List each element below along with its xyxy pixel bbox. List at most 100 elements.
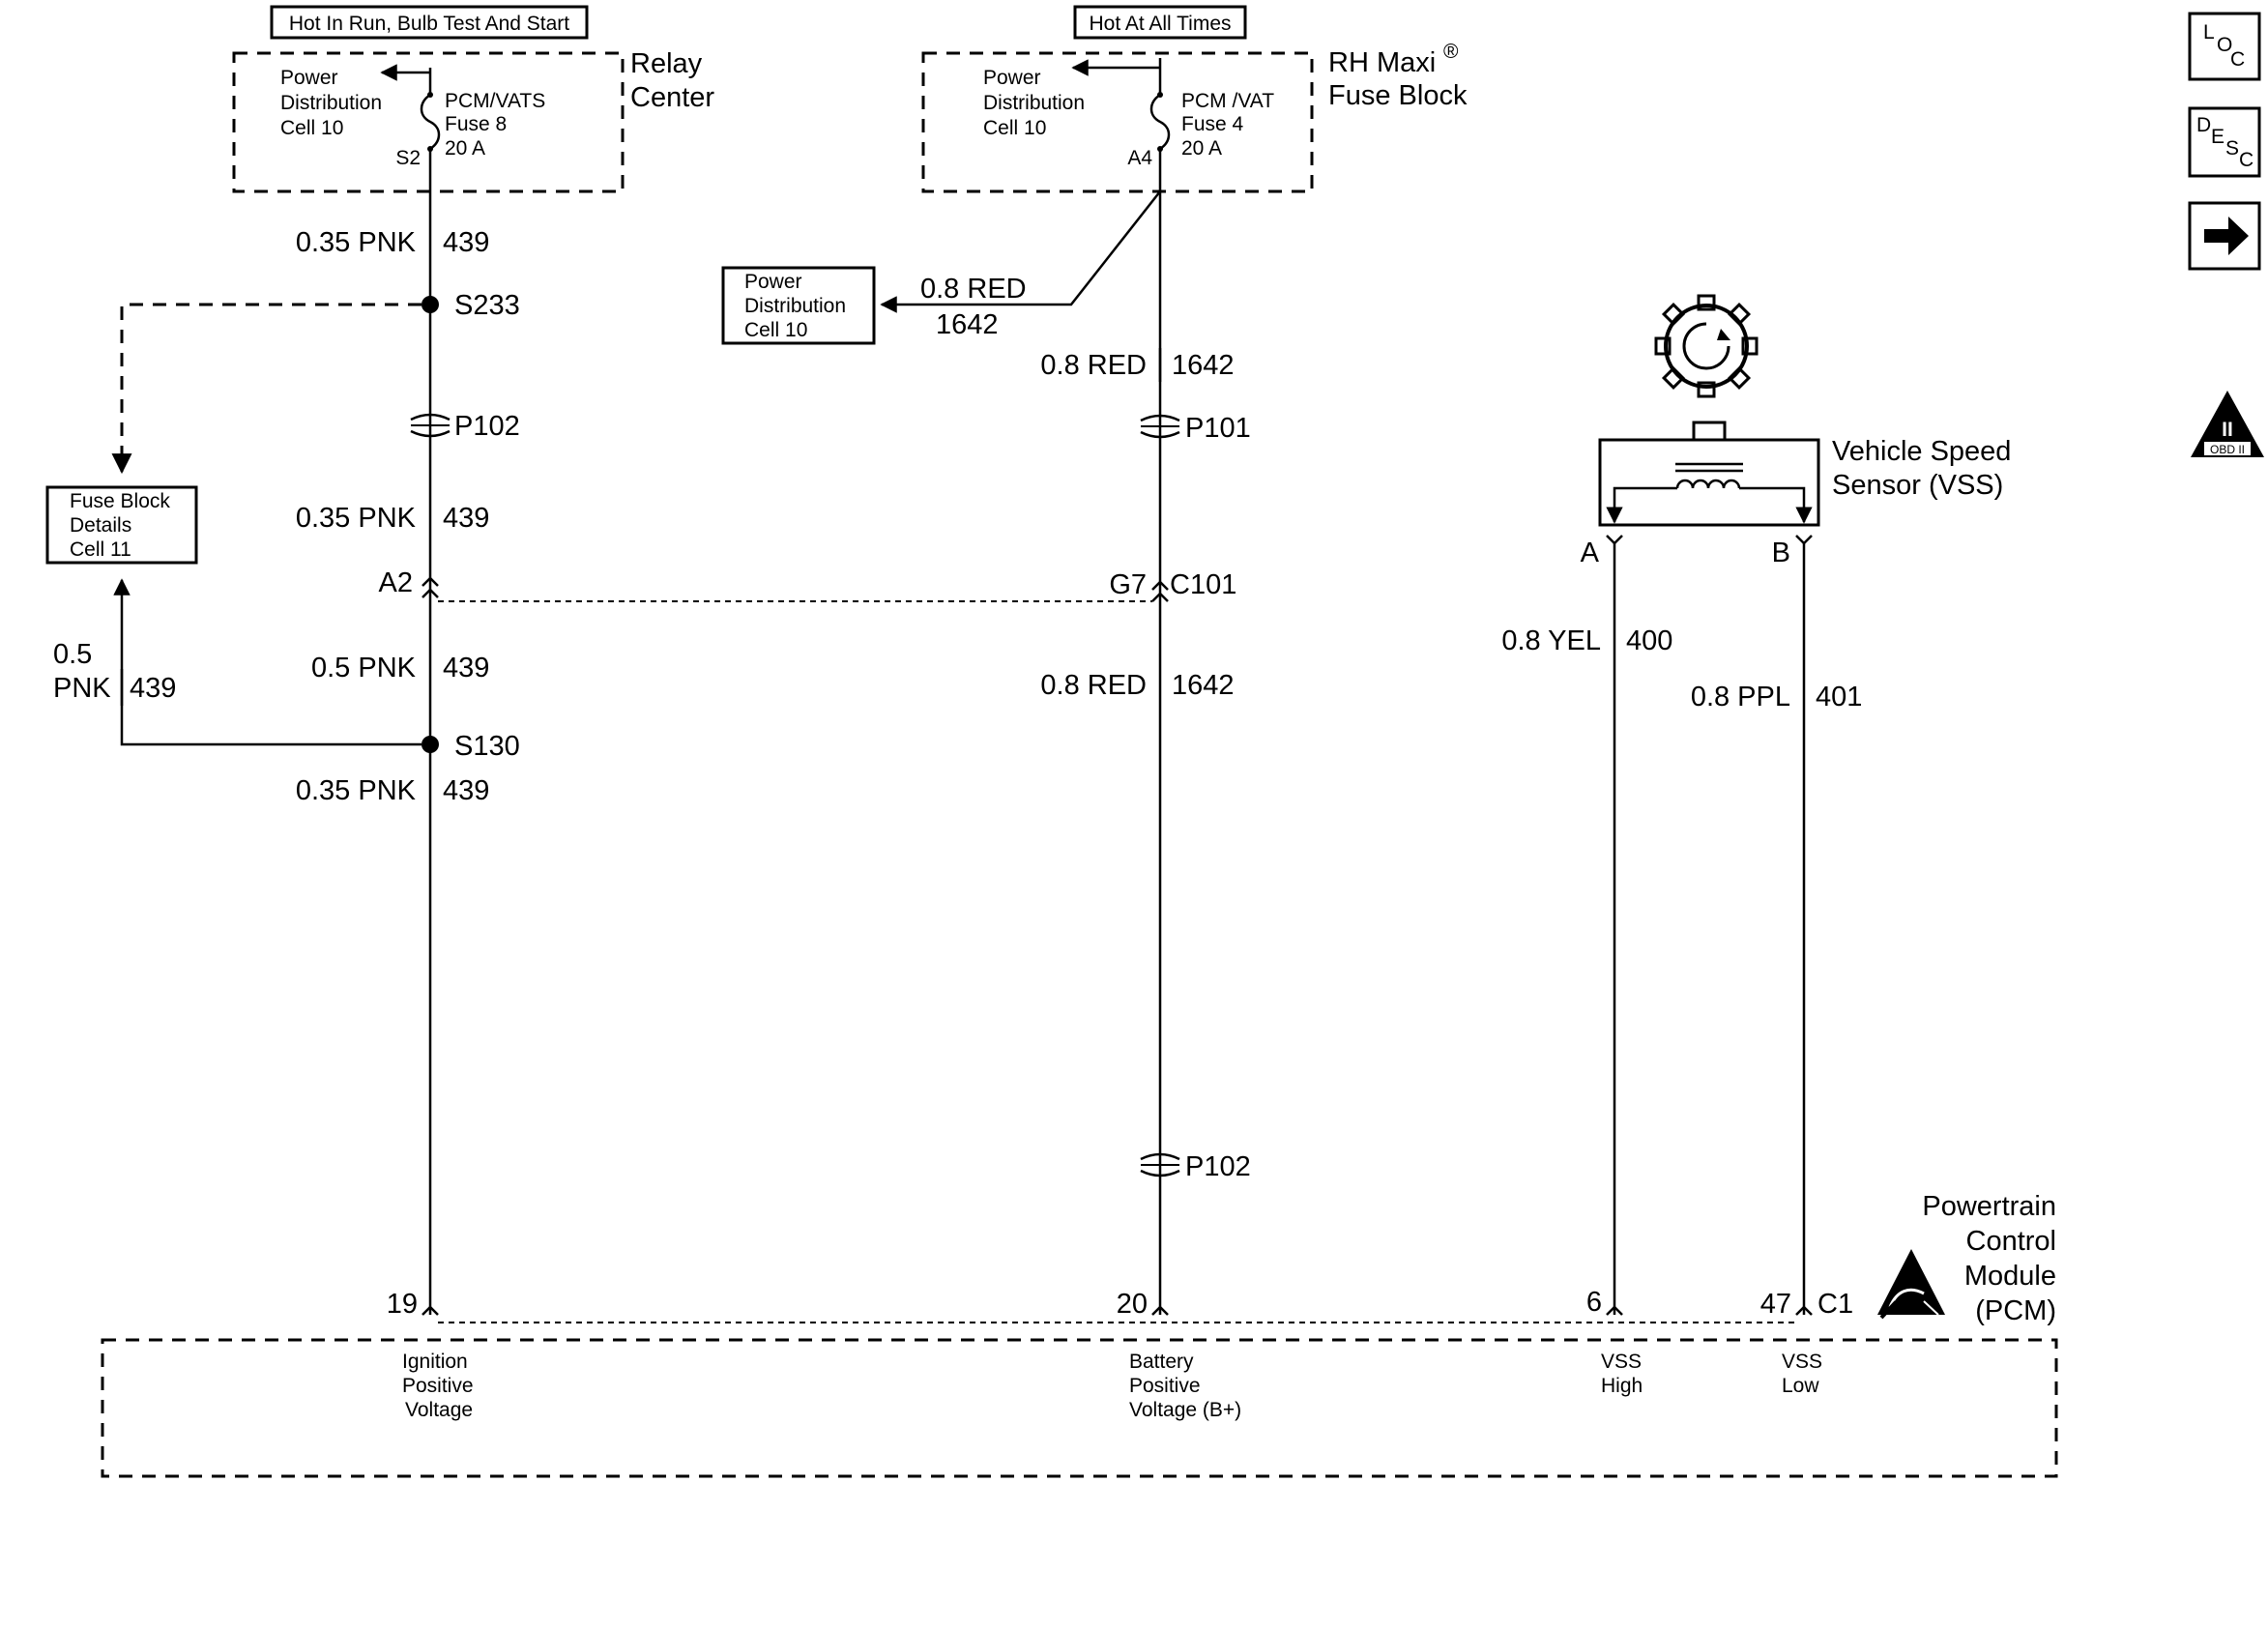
vss-label-1: Vehicle Speed: [1832, 436, 2011, 467]
circuit-439: 0.35 PNK 439 S233 P102 0.35 PNK 439 A2 0…: [53, 149, 1152, 1315]
pcm-pin-6-desc-1: VSS: [1601, 1351, 1642, 1373]
pcm-pin-47-desc-1: VSS: [1782, 1351, 1822, 1373]
connector-c101-symbol: [1151, 580, 1169, 602]
relay-center: Hot In Run, Bulb Test And Start Power Di…: [232, 5, 714, 193]
wire-439-num-1: 439: [443, 227, 489, 258]
maxi-fuse-symbol: [1149, 93, 1171, 151]
loc-char-2: O: [2217, 34, 2232, 56]
wire-439-size-3: 0.5 PNK: [311, 653, 417, 683]
desc-button[interactable]: D E S C: [2188, 106, 2261, 178]
pin-a2-label: A2: [379, 567, 413, 598]
wire-439-size-4: 0.35 PNK: [296, 775, 417, 806]
desc-char-3: S: [2225, 137, 2239, 160]
wire-1642-size-1: 0.8 RED: [1040, 350, 1147, 381]
pcm-title-2: Control: [1966, 1226, 2057, 1257]
pcm-pin-19-desc-2: Positive: [402, 1375, 474, 1397]
wire-401-size: 0.8 PPL: [1691, 682, 1790, 712]
power-distribution-box: Power Distribution Cell 10: [721, 266, 876, 345]
pcm-pin-19-desc-1: Ignition: [402, 1351, 468, 1373]
wire-1642-branch-num: 1642: [936, 309, 999, 340]
maxi-pd-line2: Distribution: [983, 92, 1085, 114]
maxi-registered-mark: ®: [1443, 41, 1459, 63]
maxi-header-label: Hot At All Times: [1089, 13, 1231, 35]
splice-s130-label: S130: [454, 731, 520, 762]
dashed-branch-to-fuse-block: [111, 303, 422, 475]
pcm-pin-6: 6: [1586, 1287, 1602, 1318]
branch-size-2: PNK: [53, 673, 111, 704]
esd-warning-icon: [1877, 1249, 1945, 1320]
maxi-pd-line3: Cell 10: [983, 117, 1046, 139]
splice-s233-label: S233: [454, 290, 520, 321]
loc-char-3: C: [2230, 48, 2245, 71]
wire-439-size-1: 0.35 PNK: [296, 227, 417, 258]
splice-s130: [422, 736, 439, 753]
relay-center-box: [232, 51, 625, 193]
relay-center-title-1: Relay: [630, 48, 703, 79]
pcm-connector-c1: C1: [1817, 1289, 1853, 1320]
relay-pd-line3: Cell 10: [280, 117, 343, 139]
pcm-pin-19-desc-3: Voltage: [405, 1399, 473, 1421]
wire-401-num: 401: [1816, 682, 1862, 712]
branch-to-fuse-block: [113, 578, 422, 746]
relay-fuse-line2: Fuse 8: [445, 113, 507, 135]
relay-center-title-2: Center: [630, 82, 714, 113]
p102-label-a: P102: [454, 411, 520, 442]
fuse-block-line3: Cell 11: [70, 538, 131, 561]
wire-400-num: 400: [1626, 625, 1672, 656]
c101-label: C101: [1170, 569, 1236, 600]
pin-g7-label: G7: [1109, 569, 1147, 600]
pcm-title-4: (PCM): [1975, 1295, 2056, 1326]
pcm-box: [101, 1338, 2058, 1478]
next-page-arrow-icon[interactable]: [2188, 201, 2261, 271]
pcm-title-3: Module: [1964, 1261, 2056, 1292]
maxi-fuse-line3: 20 A: [1181, 137, 1222, 160]
desc-char-2: E: [2211, 126, 2224, 148]
maxi-title-2: Fuse Block: [1328, 80, 1468, 111]
p102-label-b: P102: [1185, 1151, 1251, 1182]
wire-400-size: 0.8 YEL: [1501, 625, 1601, 656]
inline-connector-p102-b: [1140, 1152, 1180, 1177]
vehicle-speed-sensor: Vehicle Speed Sensor (VSS) A B 0.8 YEL 4…: [1501, 294, 2011, 1315]
pcm-pin-20-desc-1: Battery: [1129, 1351, 1194, 1373]
pcm-module: C1 19 20 6 47 Ignition Positive Voltage …: [101, 1191, 2058, 1478]
obd-numeral: II: [2222, 419, 2233, 441]
inline-connector-p101: [1140, 414, 1180, 439]
fuse-block-line2: Details: [70, 514, 131, 537]
circuit-1642: 0.8 RED 1642 0.8 RED 1642 P101 G7 C101 0…: [880, 149, 1251, 1315]
pcm-pin-47-desc-2: Low: [1782, 1375, 1819, 1397]
relay-pd-line2: Distribution: [280, 92, 382, 114]
pd-box-line3: Cell 10: [744, 319, 807, 341]
fuse-block-line1: Fuse Block: [70, 490, 170, 512]
relay-fuse-line3: 20 A: [445, 137, 485, 160]
maxi-title-1: RH Maxi: [1328, 47, 1436, 78]
maxi-fuse-box: [921, 51, 1314, 193]
maxi-fuse-line1: PCM /VAT: [1181, 90, 1274, 112]
inline-connector-p102-a: [410, 413, 451, 438]
wire-439-size-2: 0.35 PNK: [296, 503, 417, 534]
relay-fuse-line1: PCM/VATS: [445, 90, 545, 112]
pcm-pin-19: 19: [387, 1289, 418, 1320]
wire-1642-num-2: 1642: [1172, 670, 1235, 701]
pcm-pin-20: 20: [1117, 1289, 1148, 1320]
wire-1642-branch-size: 0.8 RED: [920, 274, 1027, 305]
wire-439-num-3: 439: [443, 653, 489, 683]
vss-coil-icon: [1675, 462, 1743, 489]
desc-char-4: C: [2239, 149, 2253, 171]
p101-label: P101: [1185, 413, 1251, 444]
wire-439-num-4: 439: [443, 775, 489, 806]
pd-box-line2: Distribution: [744, 295, 846, 317]
vss-pin-b: B: [1772, 538, 1790, 568]
wire-1642-size-2: 0.8 RED: [1040, 670, 1147, 701]
branch-num: 439: [130, 673, 176, 704]
wire-1642-branch: [880, 190, 1161, 313]
loc-button[interactable]: L O C: [2188, 12, 2261, 81]
pcm-pin-20-desc-2: Positive: [1129, 1375, 1201, 1397]
maxi-pd-line1: Power: [983, 67, 1041, 89]
maxi-terminal-label: A4: [1127, 147, 1152, 169]
vss-pin-a: A: [1581, 538, 1600, 568]
relay-header-label: Hot In Run, Bulb Test And Start: [289, 13, 569, 35]
rh-maxi-fuse-block: Hot At All Times Power Distribution Cell…: [921, 5, 1468, 193]
obd-text: OBD II: [2210, 443, 2245, 456]
desc-char-1: D: [2196, 114, 2211, 136]
